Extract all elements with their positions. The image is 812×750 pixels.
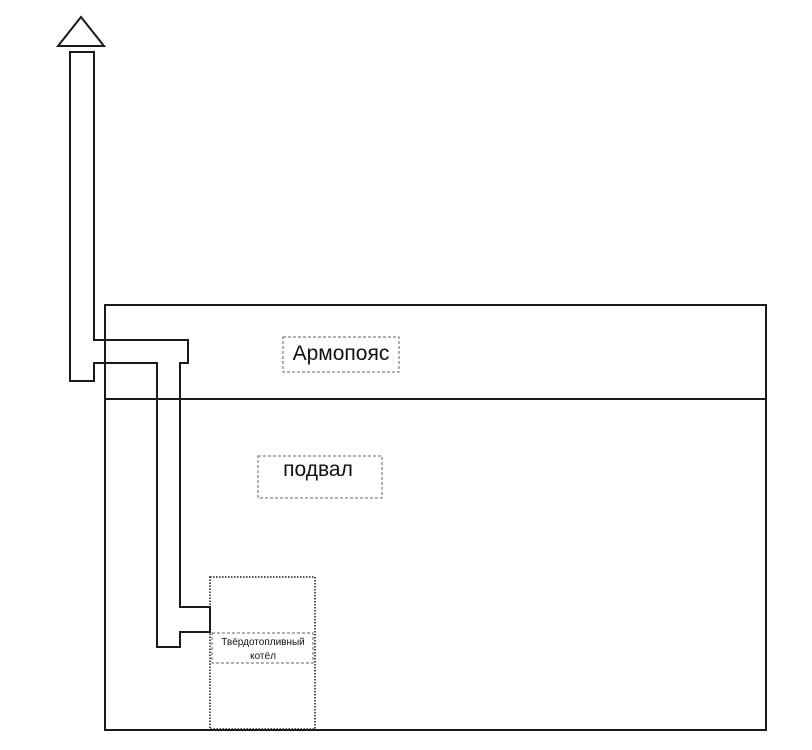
boiler-box — [209, 576, 316, 730]
chimney-cap-icon — [55, 15, 107, 47]
ring-beam-label-frame — [282, 336, 400, 373]
boiler-label-frame — [211, 632, 314, 664]
boiler-label-line1: Твёрдотопливный — [221, 637, 305, 648]
basement-label-frame — [257, 455, 383, 499]
boiler-label-line2: котёл — [250, 651, 276, 662]
basement-label: подвал — [283, 458, 353, 481]
ring-beam-label: Армопояс — [293, 342, 390, 365]
flue-pipe — [69, 51, 211, 648]
building-outline — [104, 304, 767, 731]
